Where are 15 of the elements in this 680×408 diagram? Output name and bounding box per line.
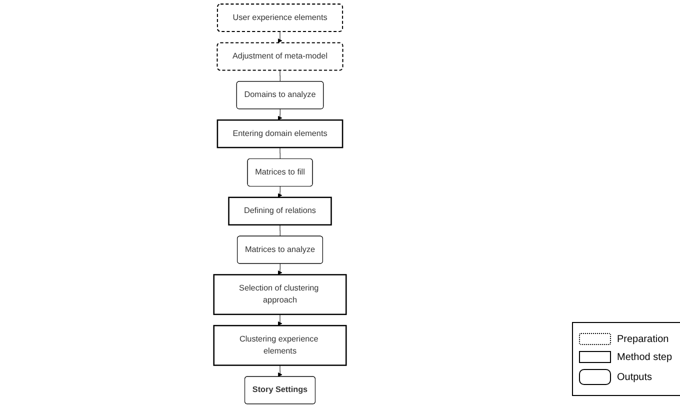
legend-text: Outputs — [617, 372, 652, 382]
arrow — [278, 264, 282, 275]
node-box: Adjustment of meta-model — [216, 42, 344, 71]
arrow — [278, 314, 282, 326]
node-box: Defining of relations — [228, 196, 332, 226]
legend-text: Method step — [617, 352, 672, 362]
node-box: Selection of clustering approach — [213, 274, 347, 316]
node-box: Entering domain elements — [216, 119, 344, 148]
arrow — [278, 186, 282, 198]
arrow — [278, 365, 282, 377]
arrow — [278, 108, 282, 120]
arrow — [278, 31, 282, 43]
legend-text: Preparation — [617, 334, 669, 344]
node-box: Clustering experience elements — [213, 324, 347, 366]
node-box: User experience elements — [216, 4, 344, 32]
